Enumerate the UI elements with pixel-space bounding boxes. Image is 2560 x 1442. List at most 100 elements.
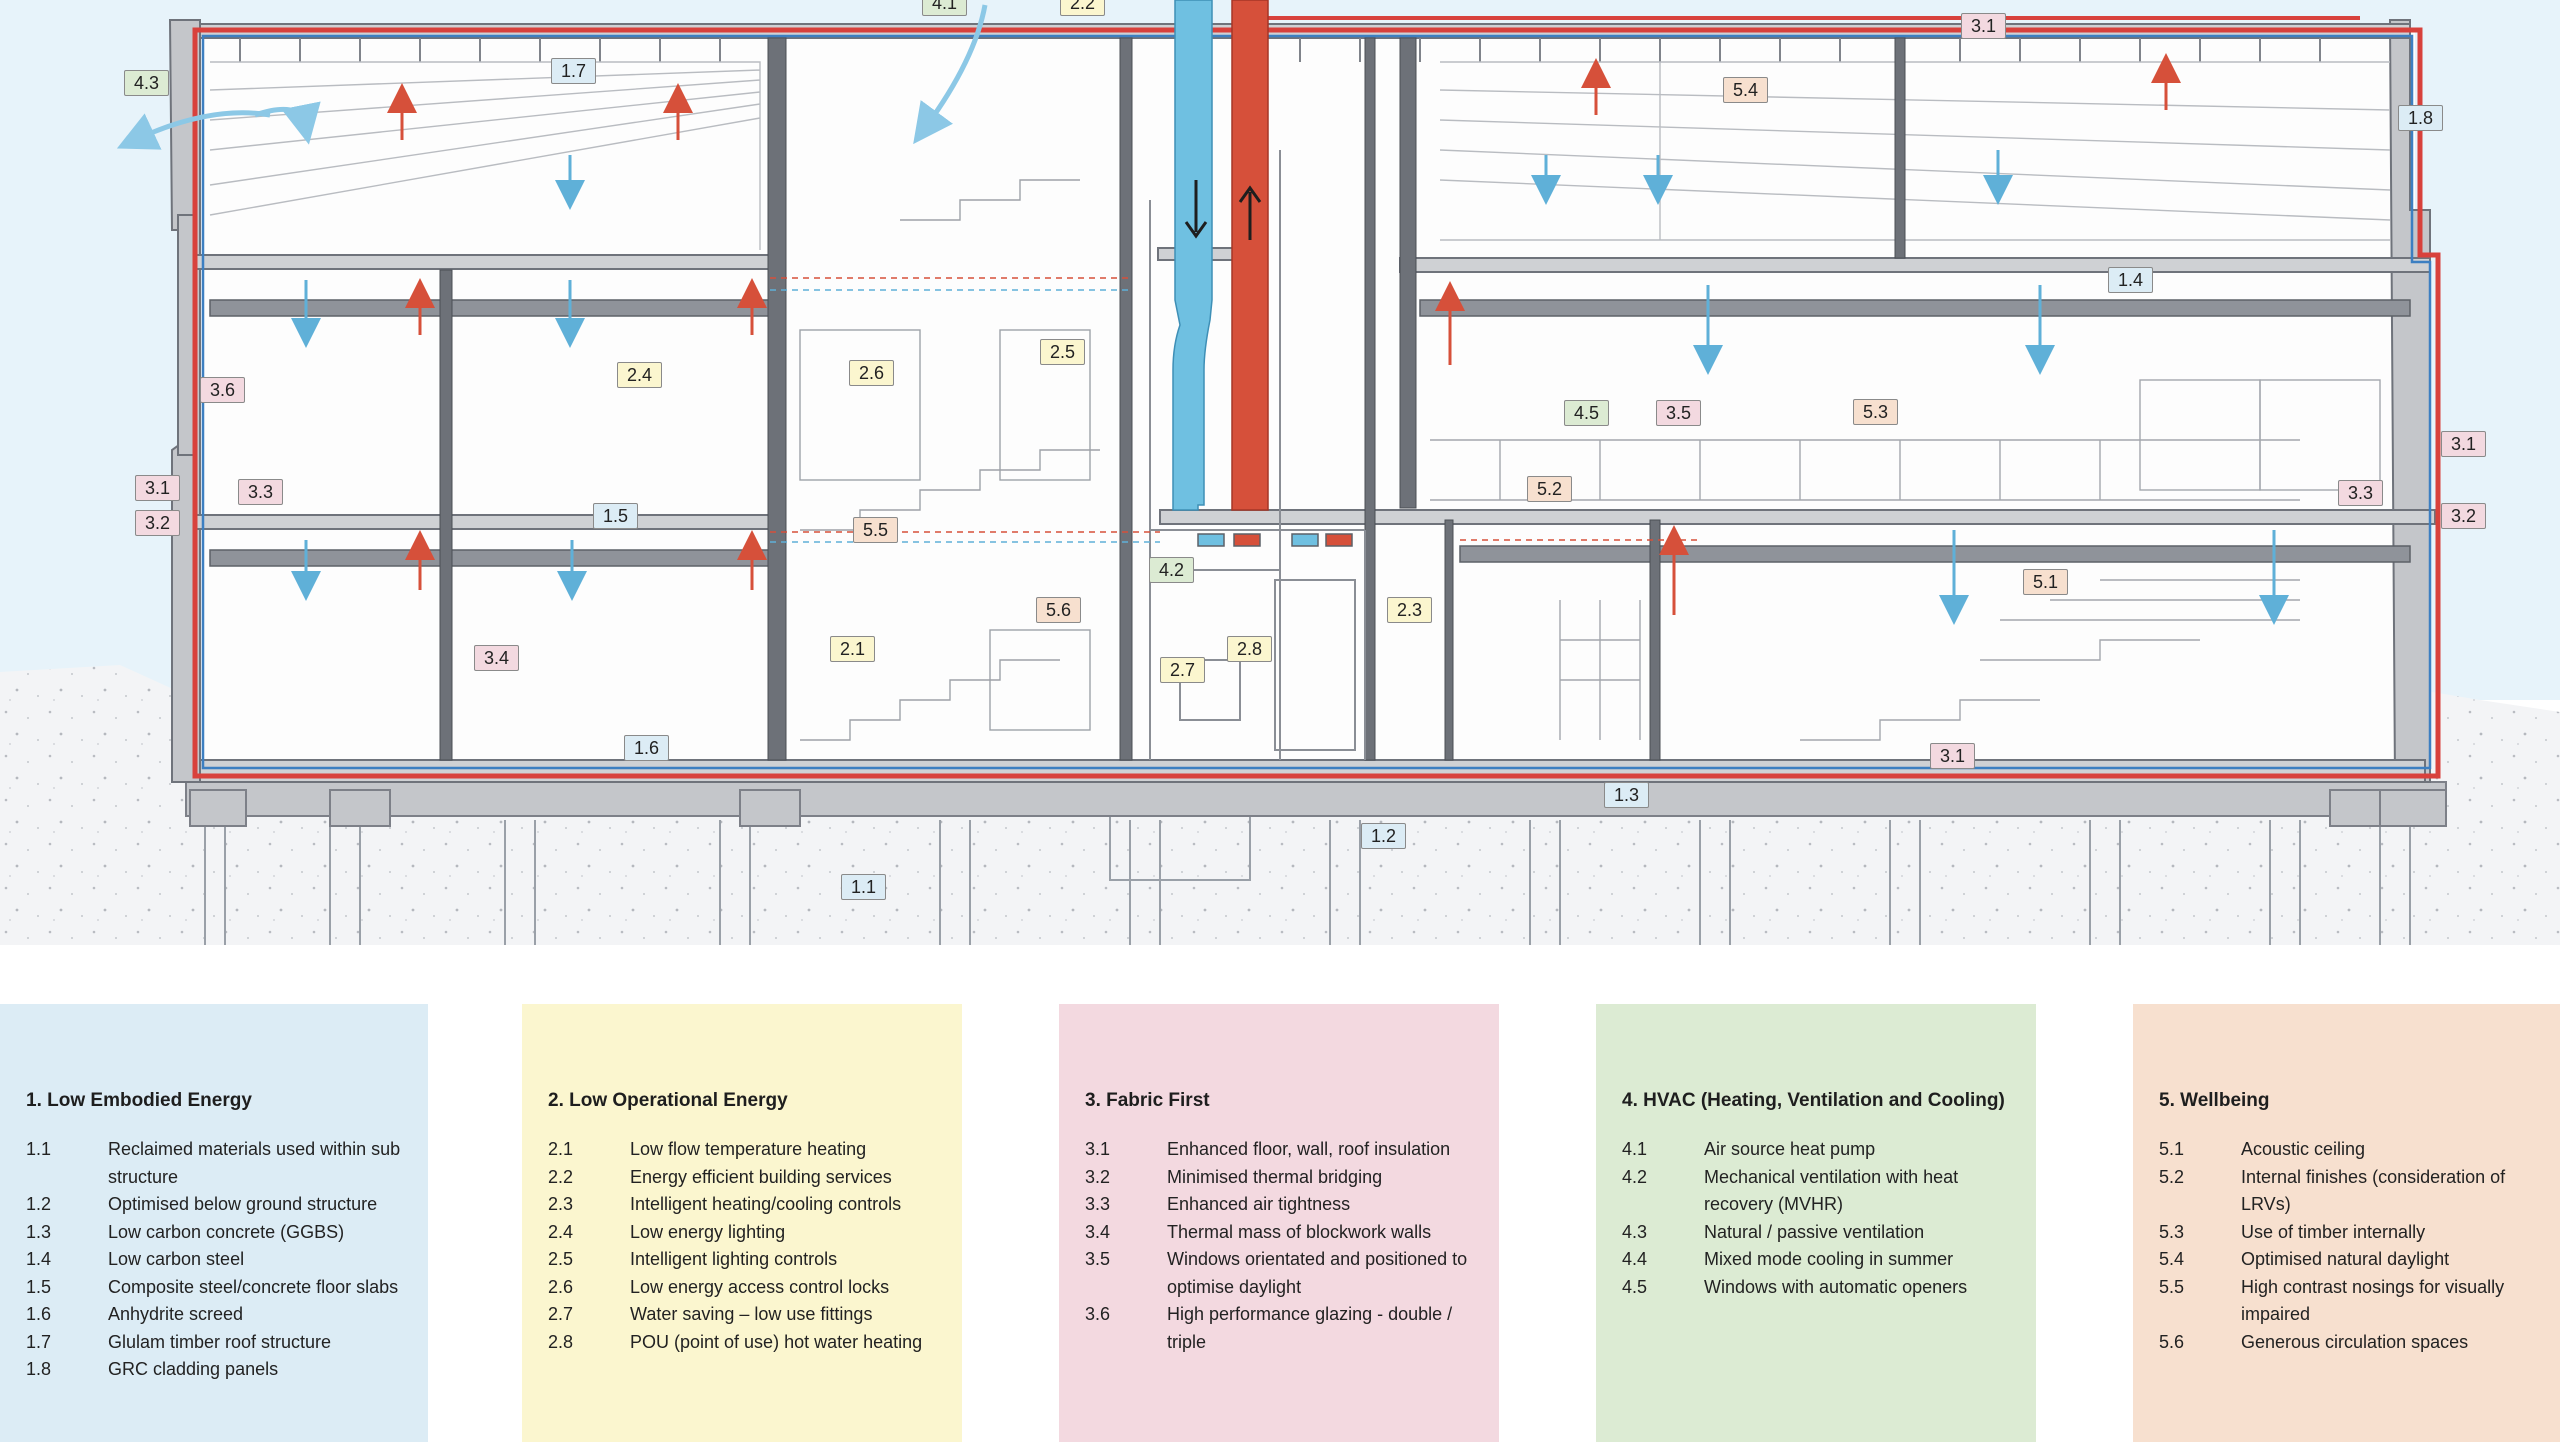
- arrow-up-icon: [1238, 185, 1262, 203]
- natural-ventilation-arrows: [116, 4, 988, 150]
- legend-item-text: Windows orientated and positioned to opt…: [1167, 1249, 1468, 1297]
- tag-1-8: 1.8: [2398, 105, 2444, 131]
- legend-item-text: Low carbon steel: [108, 1249, 245, 1269]
- legend-item-number: 3.2: [1085, 1166, 1111, 1187]
- tag-5-4: 5.4: [1723, 77, 1769, 103]
- partitions: [1149, 150, 1366, 760]
- tag-2-6: 2.6: [849, 360, 895, 386]
- legend-item-text: Natural / passive ventilation: [1704, 1221, 1925, 1242]
- legend-item-number: 1.6: [26, 1304, 52, 1324]
- airflow-curve-icon: [254, 101, 321, 145]
- legend-item-number: 3.1: [1085, 1139, 1111, 1159]
- ground-slab: [185, 781, 2447, 817]
- legend-item-number: 5.6: [2159, 1331, 2185, 1352]
- legend-item: 5.6 Generous circulation spaces: [2159, 1329, 2534, 1357]
- tag-1-3: 1.3: [1604, 782, 1650, 808]
- legend-item-text: Intelligent lighting controls: [630, 1249, 838, 1269]
- legend-item-text: Composite steel/concrete floor slabs: [108, 1276, 399, 1297]
- legend-item: 3.2 Minimised thermal bridging: [1085, 1164, 1473, 1192]
- legend-item-text: Mechanical ventilation with heat recover…: [1704, 1166, 1959, 1215]
- legend-item-number: 4.5: [1622, 1276, 1648, 1297]
- legend-item-text: Minimised thermal bridging: [1167, 1166, 1383, 1187]
- tag-3-5: 3.5: [1656, 400, 1702, 426]
- legend-item-number: 3.6: [1085, 1304, 1111, 1324]
- legend-item-number: 4.1: [1622, 1139, 1648, 1159]
- legend-item-text: GRC cladding panels: [108, 1359, 279, 1379]
- legend-item-text: Enhanced air tightness: [1167, 1194, 1351, 1214]
- tag-1-1: 1.1: [841, 874, 887, 900]
- legend-panel-hvac: 4. HVAC (Heating, Ventilation and Coolin…: [1596, 1004, 2036, 1442]
- legend-item-number: 2.5: [548, 1249, 574, 1269]
- duct-outlets: [1197, 533, 1353, 547]
- tag-2-8: 2.8: [1227, 636, 1273, 662]
- legend-item-number: 2.8: [548, 1331, 574, 1352]
- tag-3-1-bottom: 3.1: [1930, 743, 1976, 769]
- legend-item-text: Energy efficient building services: [630, 1166, 892, 1187]
- tag-2-7: 2.7: [1160, 657, 1206, 683]
- columns: [439, 37, 1906, 761]
- tag-3-3-right: 3.3: [2338, 480, 2384, 506]
- tag-4-1: 4.1: [922, 0, 968, 16]
- tag-4-5: 4.5: [1564, 400, 1610, 426]
- legend-item-number: 1.3: [26, 1221, 52, 1242]
- legend-item-text: Low energy access control locks: [630, 1276, 890, 1297]
- legend-item-text: Glulam timber roof structure: [108, 1331, 332, 1352]
- tag-5-5: 5.5: [853, 517, 899, 543]
- roof-joists: [239, 38, 2321, 62]
- legend-item-text: Generous circulation spaces: [2241, 1331, 2469, 1352]
- legend-item: 1.3 Low carbon concrete (GGBS): [26, 1219, 402, 1247]
- legend-title: 3. Fabric First: [1085, 1090, 1210, 1111]
- tag-2-2: 2.2: [1060, 0, 1106, 16]
- tag-5-6: 5.6: [1036, 597, 1082, 623]
- legend-item-number: 1.8: [26, 1359, 52, 1379]
- legend-item-text: Optimised below ground structure: [108, 1194, 378, 1214]
- legend-item-text: Air source heat pump: [1704, 1139, 1876, 1159]
- floor-beams: [209, 299, 2411, 567]
- tag-3-6: 3.6: [200, 377, 246, 403]
- legend-item-text: High contrast nosings for visually impai…: [2241, 1276, 2505, 1325]
- legend-item-number: 3.3: [1085, 1194, 1111, 1214]
- tag-5-3: 5.3: [1853, 399, 1899, 425]
- tag-3-1-right: 3.1: [2441, 431, 2487, 457]
- extract-duct-riser: [1231, 0, 1269, 511]
- legend-item-text: Low carbon concrete (GGBS): [108, 1221, 345, 1242]
- insulation-line: [192, 27, 2441, 779]
- legend-item-number: 1.5: [26, 1276, 52, 1297]
- legend-item-number: 1.4: [26, 1249, 52, 1269]
- legend-item-number: 5.5: [2159, 1276, 2185, 1297]
- airflow-curve-icon: [913, 4, 988, 145]
- legend-item-number: 1.7: [26, 1331, 52, 1352]
- legend-item-text: Internal finishes (consideration of LRVs…: [2241, 1166, 2506, 1215]
- legend-item: 1.5 Composite steel/concrete floor slabs: [26, 1274, 402, 1302]
- tag-5-1: 5.1: [2023, 569, 2069, 595]
- tag-1-4: 1.4: [2108, 267, 2154, 293]
- airtight-line: [201, 34, 2432, 770]
- tag-2-3: 2.3: [1387, 597, 1433, 623]
- legend-item-text: Thermal mass of blockwork walls: [1167, 1221, 1432, 1242]
- supply-duct-riser: [1172, 0, 1213, 511]
- legend-item-number: 3.5: [1085, 1249, 1111, 1269]
- tag-3-3-left: 3.3: [238, 479, 284, 505]
- legend-item: 3.5 Windows orientated and positioned to …: [1085, 1246, 1473, 1301]
- legend-item-number: 2.1: [548, 1139, 574, 1159]
- tag-3-2-right: 3.2: [2441, 503, 2487, 529]
- tag-2-5: 2.5: [1040, 339, 1086, 365]
- tag-1-6: 1.6: [624, 735, 670, 761]
- tag-4-3: 4.3: [124, 70, 170, 96]
- legend-item-text: POU (point of use) hot water heating: [630, 1331, 923, 1352]
- legend-item-number: 4.4: [1622, 1249, 1648, 1269]
- tag-1-5: 1.5: [593, 503, 639, 529]
